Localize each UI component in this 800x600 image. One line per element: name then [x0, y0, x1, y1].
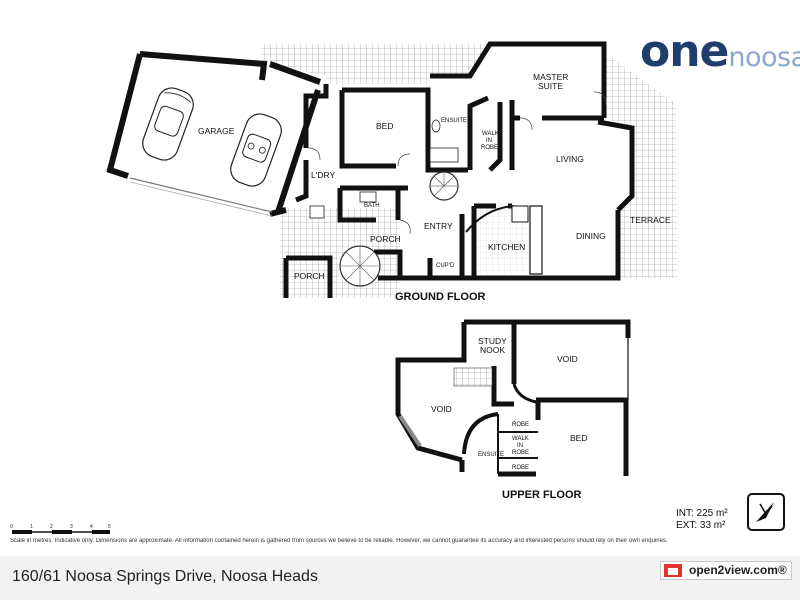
porch-inner-label: PORCH	[370, 234, 401, 244]
car-icon	[142, 87, 194, 161]
upper-walk-label-1: WALK	[512, 436, 529, 442]
dining-label: DINING	[576, 231, 606, 241]
master-suite-label-1: MASTER	[533, 72, 568, 82]
ground-floor: GARAGE BED L'DRY MASTER SUITE ENSUITE WA…	[106, 41, 678, 303]
bed-label: BED	[376, 121, 393, 131]
toilet	[431, 119, 441, 133]
garage-label: GARAGE	[198, 126, 235, 136]
upper-curved-wall	[512, 383, 537, 404]
laundry-label: L'DRY	[311, 170, 335, 180]
upper-bed-label: BED	[570, 433, 587, 443]
kitchen-bench	[465, 205, 515, 233]
terrace-label: TERRACE	[630, 215, 671, 225]
ensuite-label: ENSUITE	[441, 118, 467, 124]
north-arrow-icon	[747, 493, 785, 531]
upper-walk-label-3: ROBE	[512, 450, 529, 456]
scale-tick-3: 3	[70, 524, 73, 530]
garage-door	[129, 177, 273, 213]
upper-floor-title: UPPER FLOOR	[502, 489, 582, 501]
upper-void-label: VOID	[557, 354, 578, 364]
garage-door-inner	[129, 181, 273, 217]
upper-walk-label-2: IN	[517, 443, 523, 449]
scale-tick-4: 4	[90, 524, 93, 530]
walk-in-robe-label-2: IN	[486, 138, 492, 144]
walk-in-robe-label-3: ROBE	[481, 145, 498, 151]
upper-ensuite-label: ENSUITE	[478, 452, 504, 458]
external-area: EXT: 33 m²	[676, 520, 726, 531]
upper-stair-treads	[453, 367, 493, 387]
ground-walls	[283, 41, 635, 298]
bath-label: BATH	[364, 203, 380, 209]
upper-window-left	[398, 414, 422, 448]
study-nook-label-2: NOOK	[480, 345, 505, 355]
door-swings	[307, 91, 607, 235]
upper-walls	[395, 319, 631, 477]
fridge	[511, 205, 529, 223]
living-label: LIVING	[556, 154, 584, 164]
entry-label: ENTRY	[424, 221, 453, 231]
disclaimer: Scale in metres. Indicative only. Dimens…	[10, 538, 668, 544]
open2view-label: open2view.com®	[689, 563, 787, 577]
walk-in-robe-label-1: WALK	[482, 131, 499, 137]
kitchen-counter	[529, 205, 543, 275]
left-void-label: VOID	[431, 404, 452, 414]
scale-bar	[12, 530, 110, 534]
scale-tick-2: 2	[50, 524, 53, 530]
internal-area: INT: 225 m²	[676, 508, 728, 519]
open2view-house-icon	[664, 564, 682, 577]
master-suite-label-2: SUITE	[538, 81, 563, 91]
study-nook-label-1: STUDY	[478, 336, 507, 346]
open2view-badge[interactable]: open2view.com®	[660, 561, 792, 580]
entry-step-tiles	[286, 258, 330, 298]
scale-tick-0: 0	[10, 524, 13, 530]
robe-top-label: ROBE	[512, 422, 529, 428]
kitchen-label: KITCHEN	[488, 242, 525, 252]
vanity	[429, 147, 459, 163]
porch-outer-label: PORCH	[294, 271, 325, 281]
garage	[106, 51, 322, 217]
logo-noosa: noosa	[728, 42, 800, 73]
property-address: 160/61 Noosa Springs Drive, Noosa Heads	[12, 568, 318, 585]
bath-vanity	[359, 191, 377, 203]
terrace-tiles	[604, 52, 678, 278]
car-icon	[230, 113, 282, 187]
ground-floor-title: GROUND FLOOR	[395, 291, 485, 303]
robe-bottom-label: ROBE	[512, 465, 529, 471]
upper-floor: STUDY NOOK VOID VOID BED ROBE WALK IN RO…	[395, 319, 631, 501]
laundry-tub	[309, 205, 325, 219]
scale-tick-1: 1	[30, 524, 33, 530]
logo-one: one	[640, 26, 729, 77]
upper-stair-curve	[462, 412, 499, 455]
cupboard-label: CUP'D	[436, 263, 455, 269]
onenoosa-logo: onenoosa	[640, 26, 800, 77]
scale-tick-5: 5	[108, 524, 111, 530]
